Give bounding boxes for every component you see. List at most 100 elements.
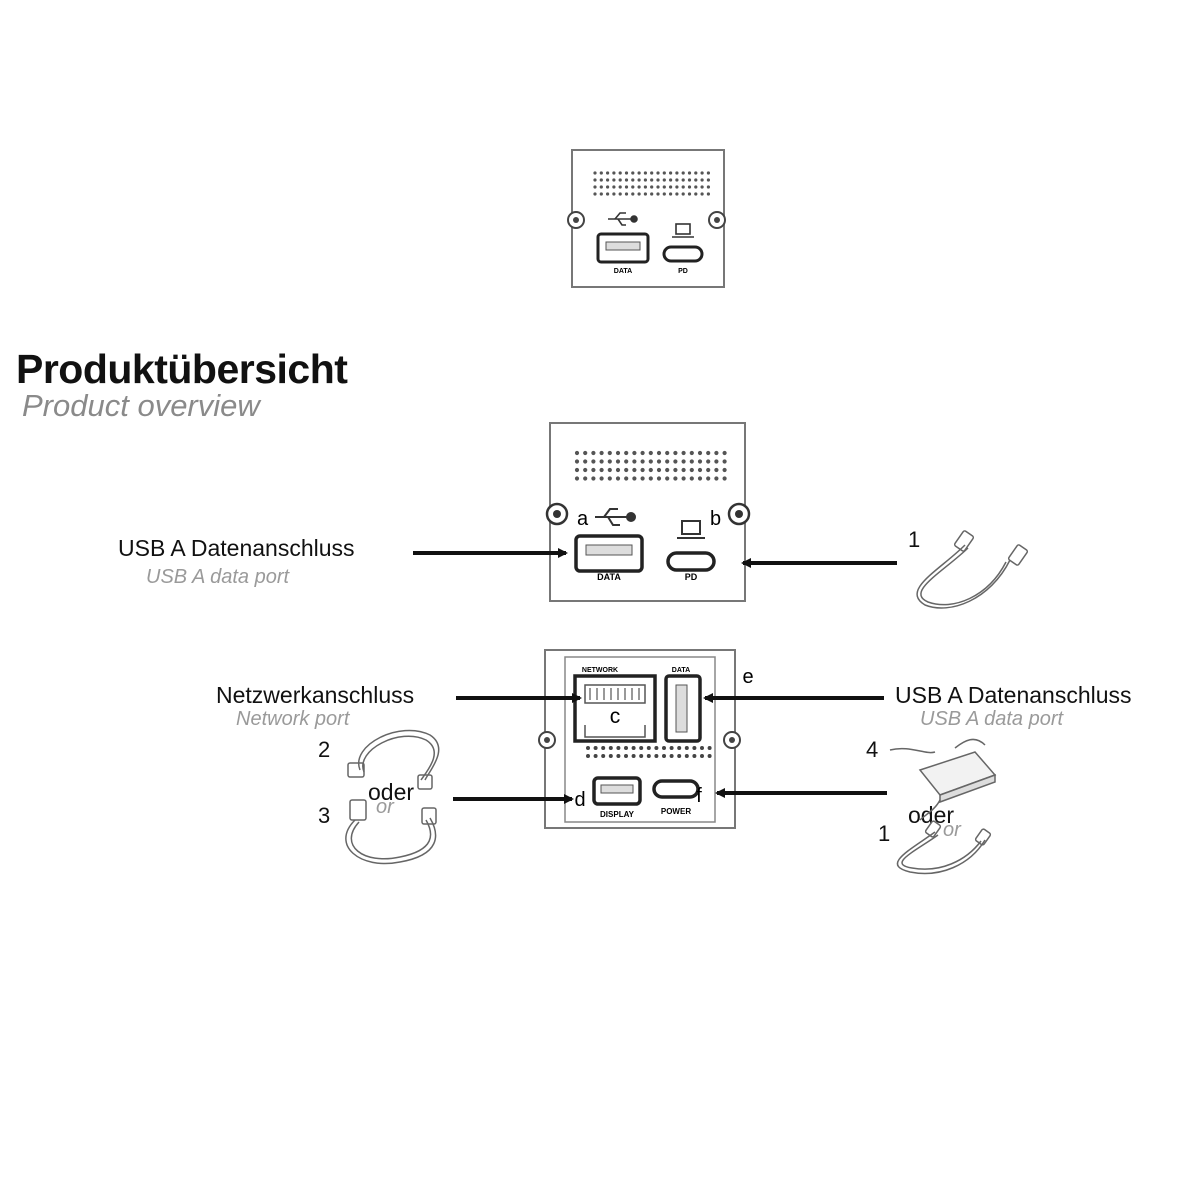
- vent-dot: [631, 171, 635, 175]
- top-pd-label: PD: [678, 268, 688, 275]
- top-data-label: DATA: [614, 268, 632, 275]
- vent-dot: [669, 192, 673, 196]
- vent-dot: [675, 185, 679, 189]
- vent-dot: [687, 171, 692, 175]
- vent-dot: [624, 754, 628, 758]
- top-module-vent-grid: [593, 171, 710, 196]
- display-port-label: DISPLAY: [600, 810, 635, 819]
- vent-dot: [618, 185, 622, 189]
- vent-dot: [694, 171, 698, 175]
- vent-dot: [697, 450, 703, 456]
- vent-dot: [700, 178, 704, 182]
- port-letter-f: f: [696, 785, 702, 807]
- vent-dot: [591, 476, 596, 481]
- front-usb-c-port: [666, 551, 716, 572]
- top-module-diagram: DATA PD: [567, 149, 726, 288]
- vent-dot: [612, 178, 616, 182]
- screw-icon: [727, 502, 751, 526]
- vent-dot: [681, 476, 686, 481]
- vent-dot: [615, 467, 621, 473]
- vent-dot: [681, 185, 685, 189]
- vent-dot: [648, 467, 653, 473]
- back-module-diagram: NETWORK DATA c e DISPLAY d POWER f: [538, 649, 754, 829]
- top-module-faceplate: [571, 149, 725, 288]
- usb-c-cable-icon: [916, 530, 1029, 609]
- back-usb-a-port: [664, 674, 702, 743]
- vent-dot: [692, 754, 697, 758]
- vent-dot: [706, 178, 710, 182]
- vent-dot: [631, 178, 635, 182]
- vent-dot: [599, 171, 603, 175]
- vent-dot: [606, 171, 610, 175]
- back-usb-a-callout-en: USB A data port: [920, 708, 1064, 730]
- right-or-label: or: [943, 819, 961, 841]
- vent-dot: [612, 171, 616, 175]
- vent-dot: [624, 459, 629, 464]
- vent-dot: [615, 459, 621, 464]
- vent-dot: [650, 192, 654, 196]
- vent-dot: [593, 185, 597, 189]
- vent-dot: [646, 754, 651, 758]
- vent-dot: [624, 746, 628, 750]
- vent-dot: [632, 476, 637, 481]
- vent-dot: [593, 754, 598, 758]
- vent-dot: [648, 450, 653, 456]
- vent-dot: [606, 178, 610, 182]
- vent-dot: [643, 171, 647, 175]
- top-usb-c-port: [662, 245, 704, 263]
- vent-dot: [665, 450, 670, 456]
- vent-dot: [656, 178, 660, 182]
- vent-dot: [675, 171, 679, 175]
- vent-dot: [601, 746, 606, 750]
- vent-dot: [697, 459, 703, 464]
- vent-dot: [624, 467, 629, 473]
- vent-dot: [722, 467, 727, 473]
- front-module-diagram: a b DATA PD: [545, 422, 751, 602]
- front-module-vent-grid: [574, 450, 727, 481]
- vent-dot: [643, 178, 647, 182]
- vent-dot: [574, 459, 580, 464]
- vent-dot: [624, 192, 629, 196]
- vent-dot: [654, 754, 659, 758]
- vent-dot: [607, 459, 612, 464]
- vent-dot: [591, 467, 596, 473]
- vent-dot: [656, 450, 662, 456]
- vent-dot: [689, 450, 694, 456]
- vent-dot: [694, 178, 698, 182]
- left-oder-label: oder: [368, 779, 415, 805]
- vent-dot: [583, 450, 588, 456]
- vent-dot: [700, 192, 704, 196]
- vent-dot: [706, 192, 710, 196]
- vent-dot: [714, 450, 719, 456]
- vent-dot: [632, 459, 637, 464]
- laptop-icon: [677, 520, 705, 539]
- vent-dot: [669, 185, 673, 189]
- vent-dot: [599, 192, 603, 196]
- vent-dot: [662, 171, 666, 175]
- vent-dot: [692, 746, 697, 750]
- vent-dot: [637, 192, 641, 196]
- vent-dot: [624, 178, 629, 182]
- cable-number-2: 2: [318, 737, 331, 762]
- vent-dot: [706, 476, 711, 481]
- vent-dot: [583, 459, 588, 464]
- port-letter-c: c: [610, 705, 621, 728]
- cable-number-3: 3: [318, 803, 331, 828]
- vent-dot: [599, 185, 603, 189]
- vent-dot: [669, 746, 674, 750]
- vent-dot: [706, 185, 710, 189]
- vent-dot: [591, 459, 596, 464]
- vent-dot: [675, 178, 679, 182]
- vent-dot: [631, 192, 635, 196]
- vent-dot: [687, 192, 692, 196]
- vent-dot: [631, 746, 636, 750]
- vent-dot: [599, 459, 604, 464]
- vent-dot: [656, 185, 660, 189]
- usb-symbol-icon: [608, 212, 638, 226]
- vent-dot: [687, 178, 692, 182]
- vent-dot: [624, 476, 629, 481]
- page-title: Produktübersicht: [16, 346, 348, 392]
- vent-dot: [607, 476, 612, 481]
- vent-dot: [637, 171, 641, 175]
- vent-dot: [632, 450, 637, 456]
